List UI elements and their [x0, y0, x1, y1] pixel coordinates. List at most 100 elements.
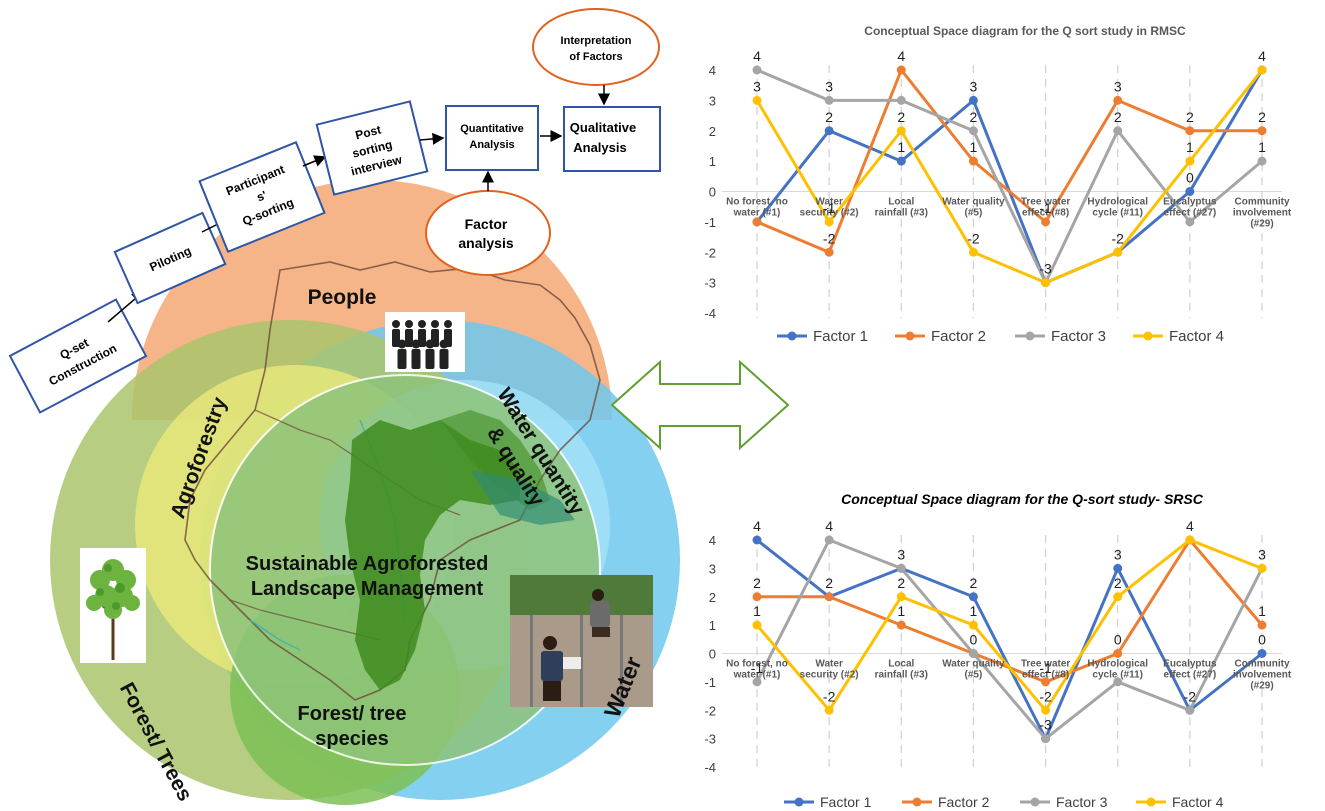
- post-sorting-interview-box: Post sorting interview: [315, 100, 429, 196]
- data-label: 1: [1186, 139, 1194, 155]
- data-point-factor-4: [1113, 247, 1123, 257]
- y-tick-label: -3: [704, 732, 716, 747]
- interp-label-2: of Factors: [569, 51, 622, 63]
- forest-species-label-line1: Forest/ tree: [298, 703, 407, 725]
- data-point-factor-2: [824, 247, 834, 257]
- x-category-label: Water quality(#5): [942, 197, 1005, 219]
- data-label: -2: [1111, 230, 1124, 246]
- y-tick-label: 1: [709, 618, 716, 633]
- piloting-box: Piloting: [113, 211, 227, 305]
- data-point-factor-4: [752, 95, 762, 105]
- series-line-factor-2: [756, 67, 1262, 255]
- quant-label-1: Quantitative: [460, 123, 524, 135]
- legend-label-factor-3: Factor 3: [1056, 794, 1108, 810]
- legend-marker-factor-2: [905, 331, 915, 341]
- legend-label-factor-4: Factor 4: [1169, 328, 1224, 345]
- water-photo: [510, 575, 653, 707]
- data-label: 1: [897, 139, 905, 155]
- data-point-factor-2: [1257, 126, 1267, 136]
- data-point-factor-1: [1185, 187, 1195, 196]
- y-tick-label: -2: [704, 703, 716, 718]
- y-tick-label: 2: [709, 124, 716, 139]
- legend-marker-factor-3: [1030, 797, 1040, 807]
- qualitative-analysis-box: Qualitative Analysis: [563, 106, 661, 172]
- data-label: 0: [1258, 632, 1266, 648]
- data-label: 1: [1258, 139, 1266, 155]
- data-point-factor-3: [752, 65, 762, 75]
- data-point-factor-3: [1185, 217, 1195, 227]
- series-line-factor-3: [756, 68, 1263, 287]
- data-label: -1: [823, 200, 836, 216]
- y-tick-label: 4: [709, 63, 716, 78]
- data-point-factor-4: [752, 620, 762, 630]
- data-label: 2: [1114, 575, 1122, 591]
- legend-label-factor-2: Factor 2: [931, 328, 986, 345]
- chart-title: Conceptual Space diagram for the Q sort …: [864, 24, 1186, 38]
- data-label: 3: [1114, 78, 1122, 94]
- data-point-factor-4: [824, 217, 834, 227]
- data-point-factor-1: [968, 95, 978, 105]
- y-tick-label: 0: [709, 185, 716, 200]
- salm-label-line2: Landscape Management: [251, 578, 484, 600]
- legend-marker-factor-1: [787, 331, 797, 341]
- legend-marker-factor-4: [1143, 331, 1153, 341]
- interpretation-oval: Interpretation of Factors: [532, 8, 660, 86]
- legend-label-factor-1: Factor 1: [813, 328, 868, 345]
- y-tick-label: 2: [709, 590, 716, 605]
- data-point-factor-4: [824, 705, 834, 715]
- data-label: 3: [970, 78, 978, 94]
- data-point-factor-3: [896, 95, 906, 105]
- data-point-factor-1: [1113, 563, 1123, 573]
- data-point-factor-2: [1185, 126, 1195, 136]
- chart-rmsc: Conceptual Space diagram for the Q sort …: [704, 24, 1291, 345]
- data-label: 2: [1186, 109, 1194, 125]
- data-point-factor-2: [1041, 677, 1051, 687]
- y-tick-label: -4: [704, 306, 716, 321]
- data-point-factor-1: [824, 126, 834, 136]
- data-point-factor-3: [1041, 734, 1051, 744]
- series-line-factor-4: [755, 538, 1263, 713]
- legend-label-factor-2: Factor 2: [938, 794, 990, 810]
- data-point-factor-1: [1257, 649, 1267, 658]
- legend-label-factor-1: Factor 1: [820, 794, 872, 810]
- legend-label-factor-4: Factor 4: [1172, 794, 1224, 810]
- data-label: 4: [753, 518, 761, 534]
- data-point-factor-4: [1113, 592, 1123, 602]
- data-label: 4: [897, 48, 905, 64]
- data-point-factor-1: [896, 156, 906, 166]
- venn-diagram: People Agroforestry Water quantity & qua…: [50, 180, 680, 805]
- data-label: 2: [897, 109, 905, 125]
- x-category-label: Water quality(#5): [942, 659, 1005, 681]
- data-point-factor-1: [968, 592, 978, 602]
- quantitative-analysis-box: Quantitative Analysis: [445, 105, 539, 171]
- data-label: 2: [753, 575, 761, 591]
- country-map: [184, 261, 601, 701]
- data-label: -2: [967, 230, 980, 246]
- factor-analysis-oval: Factor analysis: [425, 190, 551, 276]
- data-point-factor-2: [752, 592, 762, 602]
- data-label: 4: [1186, 518, 1194, 534]
- q-methodology-flow: Q-set Construction Piloting Participant …: [8, 8, 661, 414]
- data-point-factor-4: [968, 247, 978, 257]
- y-tick-label: 3: [709, 93, 716, 108]
- data-point-factor-4: [896, 126, 906, 136]
- data-point-factor-2: [752, 217, 762, 227]
- data-label: -2: [823, 688, 836, 704]
- interp-label-1: Interpretation: [561, 35, 632, 47]
- data-label: 3: [753, 78, 761, 94]
- data-point-factor-3: [1113, 677, 1123, 687]
- data-label: -2: [823, 230, 836, 246]
- y-tick-label: 0: [709, 647, 716, 662]
- data-point-factor-3: [1113, 126, 1123, 136]
- data-point-factor-4: [1185, 535, 1195, 545]
- data-label: 0: [970, 632, 978, 648]
- forest-cover-patch: [345, 420, 520, 690]
